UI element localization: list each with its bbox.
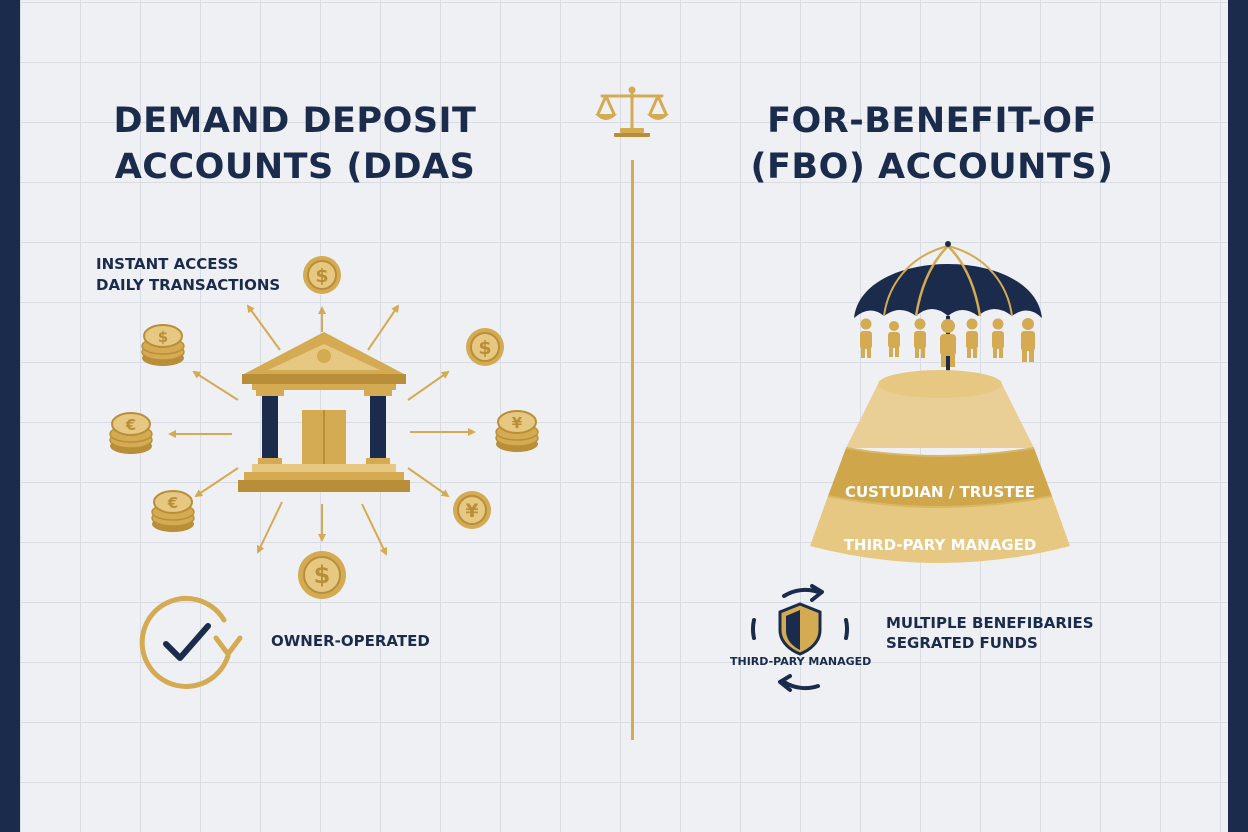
dda-title: DEMAND DEPOSIT ACCOUNTS (DDAS [90,98,500,190]
coin-symbol: ¥ [512,414,523,432]
coin-symbol: € [125,416,136,434]
dda-title-line1: DEMAND DEPOSIT [113,101,477,141]
coin-icon-top: $ [303,256,341,294]
pyramid-tiers-graphic [810,370,1070,563]
coin-stack-icon-right: ¥ [495,410,539,452]
beneficiaries-label: MULTIPLE BENEFIBARIES SEGRATED FUNDS [886,613,1094,653]
center-divider [631,160,634,740]
checkmark-cycle-icon [139,595,243,689]
shield-cycle-icon [750,584,850,692]
dda-features-label: INSTANT ACCESS DAILY TRANSACTIONS [96,254,280,296]
bank-building-icon [238,332,410,492]
coin-icon-lower-right: ¥ [453,491,491,529]
coin-symbol: ¥ [465,500,478,522]
coin-symbol: € [167,494,178,512]
instant-access-text: INSTANT ACCESS [96,255,239,273]
fbo-title-line2: (FBO) ACCOUNTS) [750,147,1114,187]
coin-symbol: $ [314,561,331,589]
infographic-canvas: DEMAND DEPOSIT ACCOUNTS (DDAS FOR-BENEFI… [20,0,1228,832]
coin-stack-icon-upper-left: $ [141,324,185,366]
coin-symbol: $ [478,337,491,359]
third-party-tier-label: THIRD-PARY MANAGED [843,536,1037,554]
coin-symbol: $ [158,328,168,346]
daily-transactions-text: DAILY TRANSACTIONS [96,276,281,294]
shield-caption-label: THIRD-PARY MANAGED [730,655,872,668]
scales-icon [595,86,669,137]
owner-operated-label: OWNER-OPERATED [271,632,430,650]
fbo-title-line1: FOR-BENEFIT-OF [767,101,1097,141]
fbo-title: FOR-BENEFIT-OF (FBO) ACCOUNTS) [732,98,1132,190]
segregated-funds-text: SEGRATED FUNDS [886,634,1038,652]
coin-icon-bottom: $ [298,551,346,599]
multiple-beneficiaries-text: MULTIPLE BENEFIBARIES [886,614,1094,632]
coin-stack-icon-left: € [109,412,153,454]
coin-icon-upper-right: $ [466,328,504,366]
coin-stack-icon-lower-left: € [151,490,195,532]
dda-title-line2: ACCOUNTS (DDAS [114,147,476,187]
umbrella-beneficiaries-icon [854,241,1042,386]
custodian-tier-label: CUSTUDIAN / TRUSTEE [844,483,1035,501]
coin-symbol: $ [315,265,328,287]
money-flow-arrows [168,304,476,556]
